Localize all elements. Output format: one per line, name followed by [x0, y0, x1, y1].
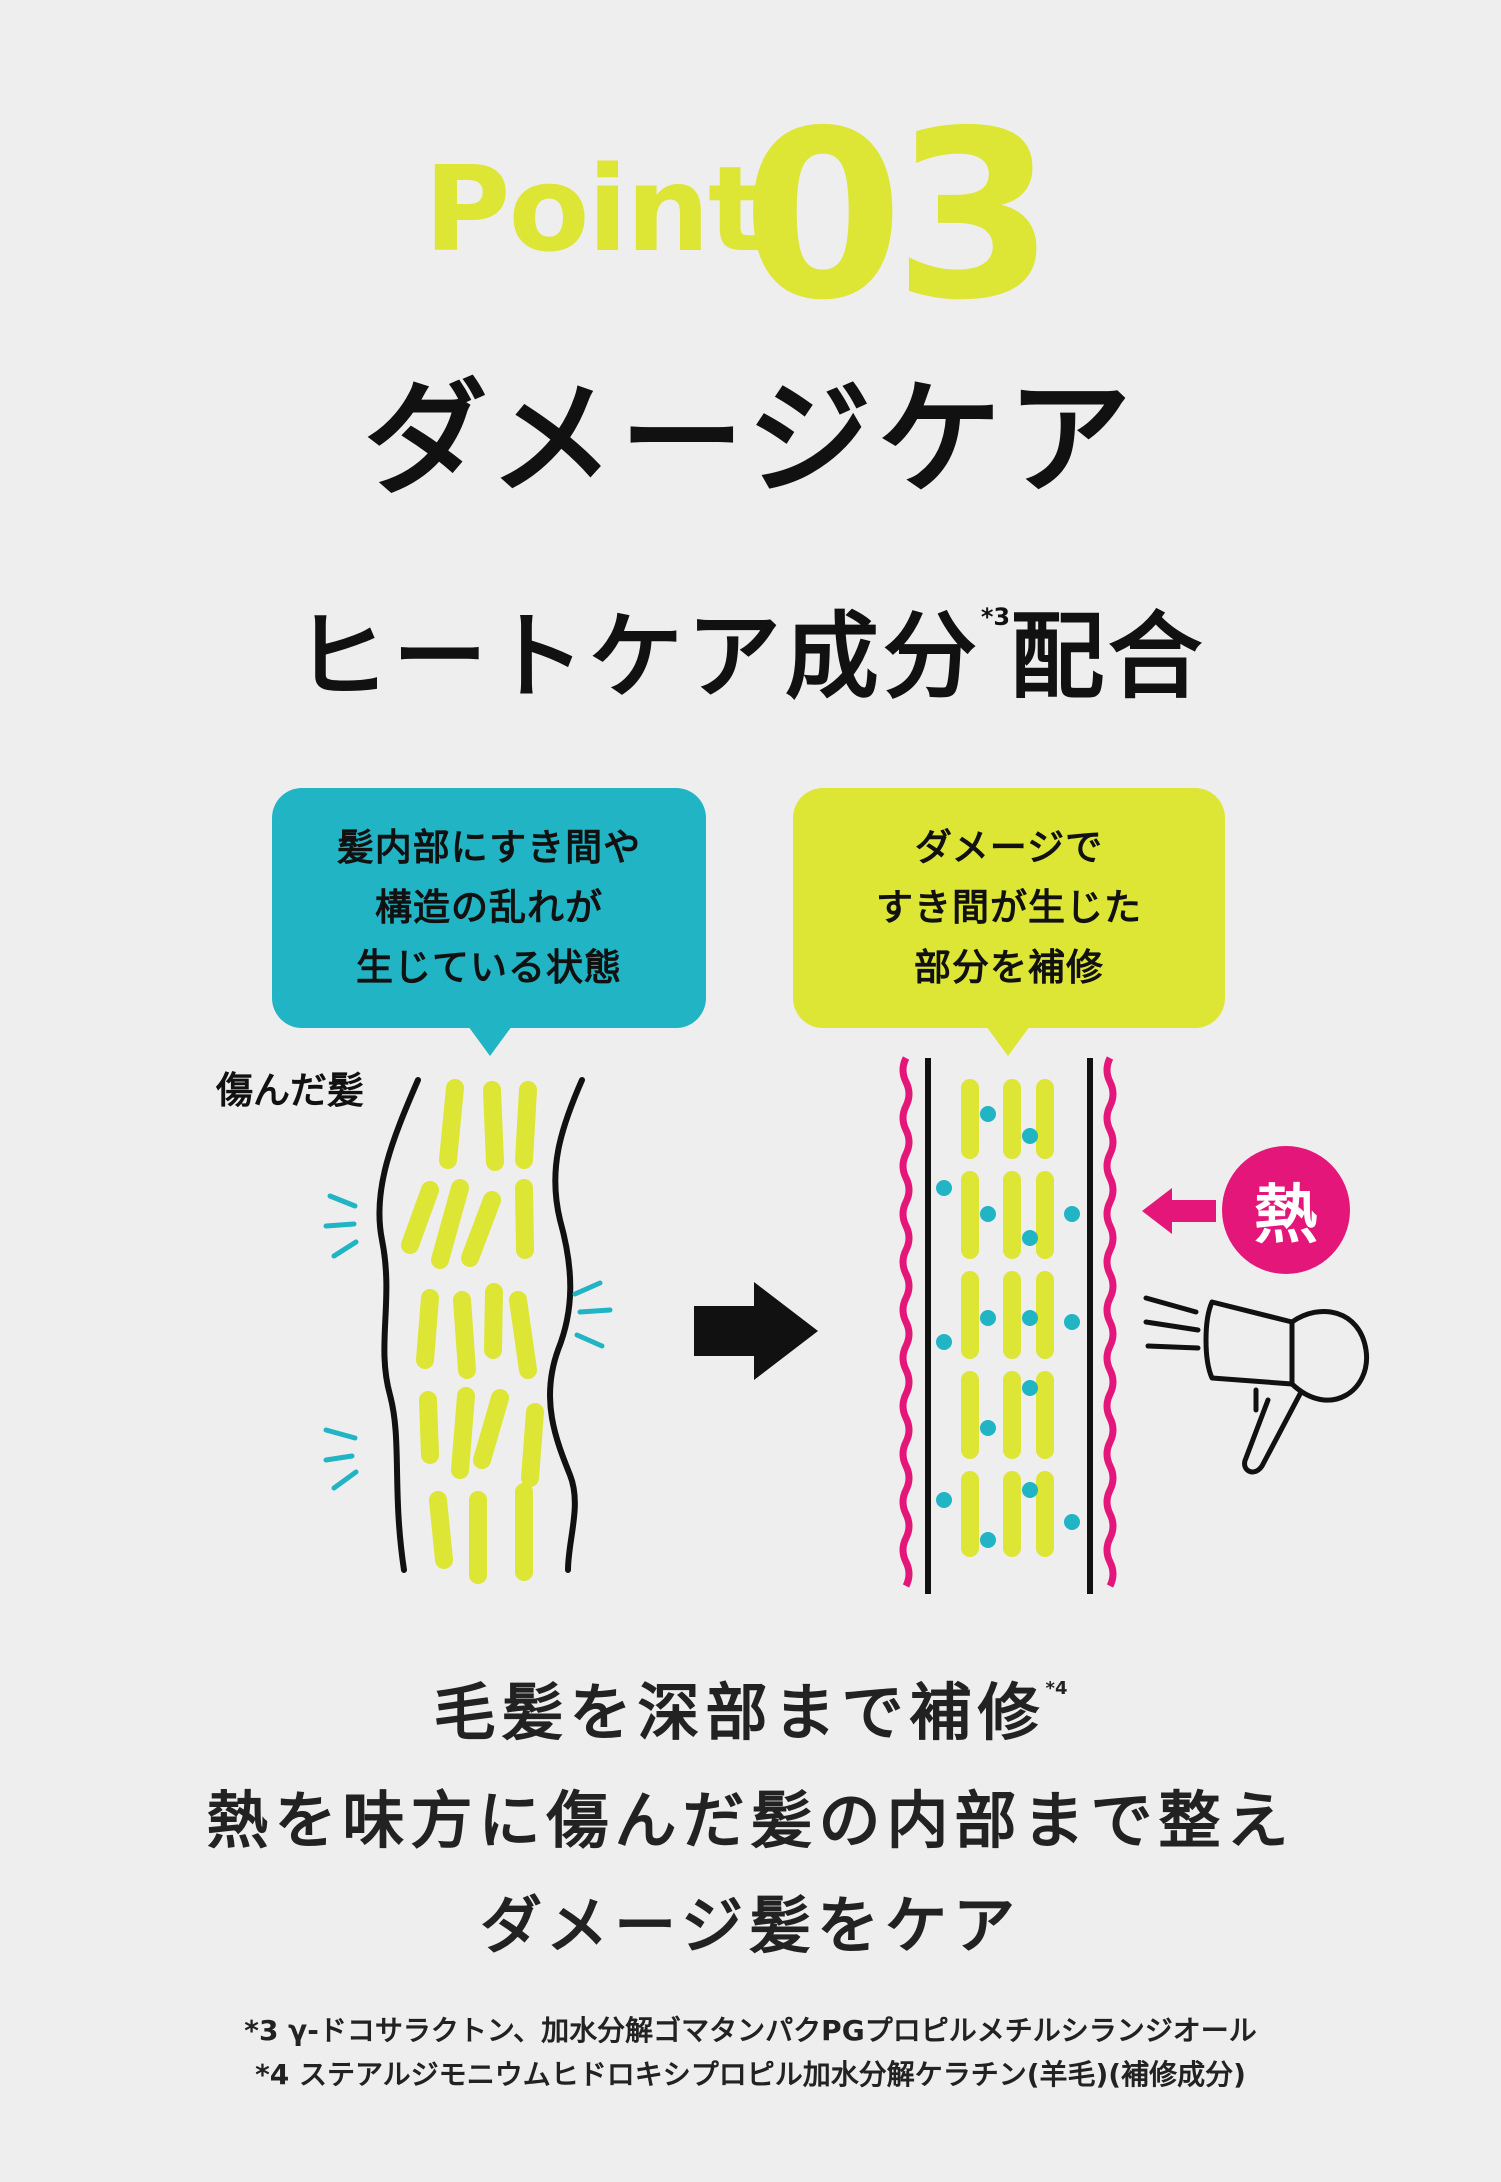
main-text-line-2: 熱を味方に傷んだ髪の内部まで整え	[206, 1784, 1295, 1857]
footnote-3: *3 γ-ドコサラクトン、加水分解ゴマタンパクPGプロピルメチルシランジオール	[244, 2014, 1257, 2047]
bubble-line: ダメージで	[914, 826, 1104, 869]
bubble-line: 生じている状態	[356, 946, 622, 989]
subtitle-suffix: 配合	[1010, 603, 1207, 712]
repaired-hair-strand	[925, 1058, 1093, 1594]
footnote-4: *4 ステアルジモニウムヒドロキシプロピル加水分解ケラチン(羊毛)(補修成分)	[255, 2058, 1246, 2091]
bubble-line: すき間が生じた	[876, 886, 1142, 929]
arrow-right-icon	[694, 1282, 818, 1380]
repaired-fibers	[961, 1079, 1054, 1557]
repaired-hair-cuticle	[899, 1056, 1117, 1588]
damaged-hair-label: 傷んだ髪	[216, 1069, 364, 1112]
heat-arrow-icon	[1142, 1188, 1216, 1234]
main-line-1-note: *4	[1045, 1678, 1068, 1699]
repair-molecules	[936, 1106, 1080, 1548]
main-line-1-text: 毛髪を深部まで補修	[433, 1676, 1046, 1749]
subtitle-note: *3	[980, 603, 1011, 631]
damaged-bubble-tail	[468, 1026, 512, 1056]
bubble-line: 髪内部にすき間や	[336, 826, 642, 869]
repaired-state-bubble: ダメージで すき間が生じた 部分を補修	[793, 788, 1225, 1028]
subtitle-text: ヒートケア成分	[294, 603, 981, 712]
damage-spark-icon	[323, 1193, 613, 1491]
bubble-line: 構造の乱れが	[375, 886, 603, 929]
bubble-line: 部分を補修	[914, 946, 1104, 989]
repaired-bubble-tail	[986, 1026, 1030, 1056]
damaged-state-bubble: 髪内部にすき間や 構造の乱れが 生じている状態	[272, 788, 706, 1028]
subtitle: ヒートケア成分*3配合	[0, 605, 1501, 705]
hair-dryer-icon	[1143, 1295, 1370, 1475]
damaged-fibers	[401, 1079, 544, 1584]
heat-badge: 熱	[1222, 1146, 1350, 1274]
page-title: ダメージケア	[363, 368, 1138, 512]
damaged-hair-strand	[376, 1077, 585, 1573]
point-number: 03	[742, 81, 1055, 351]
main-text-line-3: ダメージ髪をケア	[480, 1889, 1021, 1962]
point-label: Point	[424, 140, 764, 278]
main-text-line-1: 毛髪を深部まで補修*4	[0, 1680, 1501, 1744]
